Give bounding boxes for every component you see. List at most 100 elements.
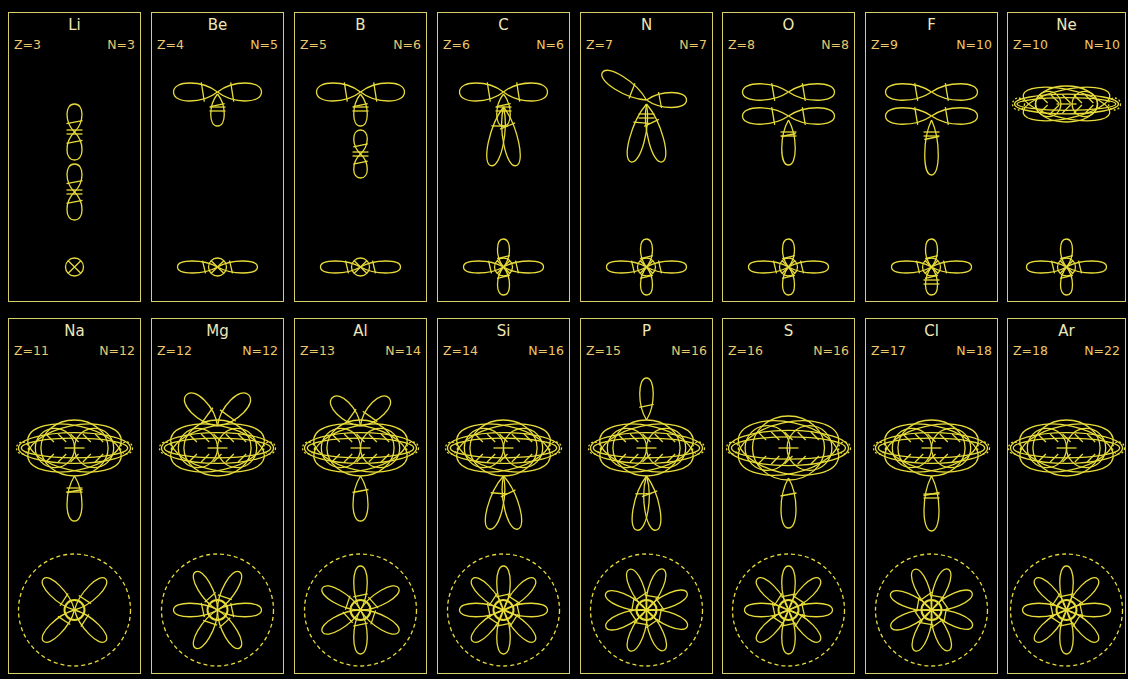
- cluster-tick: [189, 434, 197, 442]
- loop-lobe: [781, 120, 795, 165]
- end-loop: [160, 442, 172, 454]
- loop-path: [361, 261, 401, 273]
- loop-path: [647, 93, 687, 108]
- loop-path: [354, 154, 368, 178]
- end-loop: [1009, 442, 1021, 454]
- loop-lobe: [211, 388, 256, 433]
- loop-tick: [353, 144, 367, 147]
- loop-tick: [203, 618, 217, 628]
- nucleus-figure: [303, 391, 419, 666]
- junction-bar: [353, 151, 369, 152]
- cluster-tick: [95, 434, 103, 442]
- cluster-tick: [71, 434, 79, 442]
- core-cross: [925, 261, 938, 274]
- loop-path: [354, 94, 368, 126]
- element-panel: CZ=6N=6: [437, 12, 570, 302]
- cluster-tick: [1038, 454, 1046, 462]
- loop-tick: [353, 490, 369, 493]
- element-symbol: C: [438, 16, 569, 34]
- cluster-loop: [452, 416, 554, 480]
- cluster-loop: [1013, 438, 1119, 458]
- cluster-loop: [452, 416, 554, 480]
- loop-lobe: [1023, 603, 1067, 617]
- cluster-tick: [1057, 103, 1077, 104]
- loop-lobe: [38, 605, 79, 646]
- core-circle: [66, 258, 84, 276]
- element-panel: ClZ=17N=18: [865, 318, 998, 674]
- element-symbol: Mg: [152, 322, 283, 340]
- junction-bar: [924, 493, 940, 494]
- loop-lobe: [211, 568, 245, 613]
- loop-path: [607, 261, 647, 273]
- loop-lobe: [607, 261, 647, 274]
- count-row: Z=14 N=16: [438, 343, 569, 359]
- cluster-tick: [226, 454, 234, 462]
- neutron-count: N=12: [99, 343, 135, 359]
- loop-lobe: [886, 83, 932, 101]
- loop-path: [623, 567, 653, 613]
- element-symbol: Ne: [1008, 16, 1125, 34]
- loop-lobe: [644, 603, 690, 633]
- cluster-tick: [758, 432, 766, 440]
- loop-lobe: [781, 610, 795, 654]
- loop-path: [212, 607, 246, 652]
- count-row: Z=11N=12: [9, 343, 140, 359]
- shell-circle: [591, 554, 703, 666]
- cluster-tick: [1087, 454, 1095, 462]
- junction-bar: [639, 117, 655, 118]
- nucleus-figure: [446, 416, 562, 666]
- shell-circle: [876, 554, 988, 666]
- loop-path: [67, 104, 82, 132]
- loop-path: [504, 83, 548, 101]
- core-circle: [923, 258, 941, 276]
- loop-tick: [231, 82, 234, 101]
- cluster-tick: [618, 454, 626, 462]
- loop-lobe: [321, 261, 361, 274]
- loop-lobe: [647, 261, 687, 274]
- proton-count: Z=14: [443, 343, 478, 359]
- shell-circle: [733, 554, 845, 666]
- core-circle: [638, 258, 656, 276]
- loop-tick: [230, 261, 233, 274]
- loop-lobe: [504, 82, 548, 101]
- element-symbol: B: [295, 16, 426, 34]
- loop-path: [647, 261, 687, 273]
- junction-bar: [67, 491, 83, 492]
- neutron-count: N=16: [528, 343, 564, 359]
- loop-path: [218, 261, 258, 273]
- element-symbol: Na: [9, 322, 140, 340]
- cluster-tick: [46, 454, 54, 462]
- end-loop: [1109, 98, 1121, 110]
- loop-path: [603, 587, 649, 616]
- cluster-loop: [23, 416, 125, 480]
- loop-tick: [639, 404, 653, 407]
- loop-tick: [231, 603, 234, 617]
- cluster-loop: [1020, 81, 1112, 128]
- count-row: Z=16N=16: [723, 343, 854, 359]
- loop-path: [319, 582, 364, 616]
- element-symbol: Si: [438, 322, 569, 340]
- loop-lobe: [496, 474, 526, 531]
- junction-bar: [924, 283, 940, 284]
- neutron-count: N=14: [385, 343, 421, 359]
- loop-tick: [67, 200, 83, 203]
- loop-lobe: [210, 94, 224, 126]
- cluster-tick: [58, 454, 66, 462]
- neutron-count: N=12: [242, 343, 278, 359]
- loop-cluster: [874, 416, 990, 480]
- element-panel: MgZ=12N=12: [151, 318, 284, 674]
- loop-lobe: [743, 107, 789, 125]
- loop-lobe: [749, 261, 789, 274]
- loop-path: [355, 392, 395, 432]
- loop-path: [319, 604, 364, 638]
- loop-lobe: [647, 92, 687, 108]
- cluster-loop: [880, 416, 982, 480]
- cluster-tick: [798, 432, 806, 440]
- element-symbol: Ar: [1008, 322, 1125, 340]
- loop-lobe: [1059, 610, 1073, 654]
- element-panel: SZ=16N=16: [722, 318, 855, 674]
- cluster-tick: [344, 454, 352, 462]
- loop-lobe: [598, 66, 651, 107]
- loop-lobe: [69, 574, 110, 615]
- loop-path: [70, 574, 111, 615]
